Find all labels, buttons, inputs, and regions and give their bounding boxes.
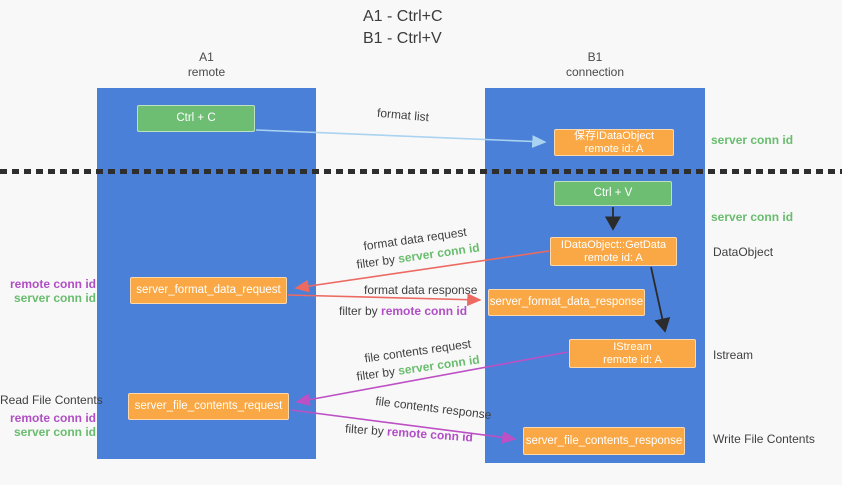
section-divider-dotted-line [0,169,842,174]
lane-b1-subtitle: connection [565,65,625,79]
title-line-1: A1 - Ctrl+C [363,8,443,25]
label-format-data-response: format data response [364,283,478,297]
remote-conn-id-text: remote conn id [381,304,468,318]
node-save-idataobject: 保存IDataObject remote id: A [554,129,674,156]
label-dataobject: DataObject [713,245,774,259]
node-server-format-data-request-label: server_format_data_request [136,284,281,296]
node-ctrl-c-label: Ctrl + C [176,112,216,124]
node-ctrl-v-label: Ctrl + V [593,187,633,199]
label-server-conn-id-lower: server conn id [13,425,96,439]
label-format-list: format list [376,105,430,125]
node-server-file-contents-response-label: server_file_contents_response [525,434,683,447]
label-remote-conn-id-upper: remote conn id [9,277,96,291]
title-line-2: B1 - Ctrl+V [363,30,442,47]
filter-by-text: filter by [355,364,396,384]
node-getdata-line2: remote id: A [584,251,643,264]
node-server-file-contents-request-label: server_file_contents_request [134,400,283,412]
node-server-file-contents-response: server_file_contents_response [523,427,685,455]
node-ctrl-c: Ctrl + C [137,105,255,132]
remote-conn-id-text: remote conn id [386,424,474,445]
label-server-conn-id-upper: server conn id [13,291,96,305]
node-istream-line2: remote id: A [603,353,662,366]
label-write-file-contents: Write File Contents [713,432,815,446]
node-ctrl-v: Ctrl + V [554,181,672,206]
node-server-format-data-response: server_format_data_response [488,289,645,316]
node-save-idataobject-line1: 保存IDataObject [573,129,655,142]
diagram-title: A1 - Ctrl+C B1 - Ctrl+V [363,6,443,50]
node-save-idataobject-line2: remote id: A [584,142,644,155]
label-filter-by-remote-conn-id-2: filter by remote conn id [345,422,474,445]
node-idataobject-getdata: IDataObject::GetData remote id: A [550,237,677,266]
lane-header-a1: A1 remote [97,50,316,80]
label-remote-conn-id-lower: remote conn id [9,411,96,425]
label-server-conn-id-mid: server conn id [711,210,794,224]
node-server-format-data-request: server_format_data_request [130,277,287,304]
node-server-file-contents-request: server_file_contents_request [128,393,289,420]
label-server-conn-id-top: server conn id [711,133,794,147]
filter-by-text: filter by [339,304,378,318]
lane-header-b1: B1 connection [485,50,705,80]
node-istream: IStream remote id: A [569,339,696,368]
label-file-contents-response: file contents response [374,393,493,423]
lane-a1-title: A1 [199,50,214,64]
node-istream-line1: IStream [613,340,652,353]
label-istream: Istream [713,348,754,362]
lane-a1-subtitle: remote [187,65,226,79]
label-filter-by-remote-conn-id-1: filter by remote conn id [339,304,467,318]
lane-b1-title: B1 [587,50,603,64]
filter-by-text: filter by [355,252,396,272]
filter-by-text: filter by [344,421,385,439]
node-getdata-line1: IDataObject::GetData [560,238,667,251]
label-read-file-contents: Read File Contents [0,393,103,407]
node-server-format-data-response-label: server_format_data_response [489,296,644,308]
